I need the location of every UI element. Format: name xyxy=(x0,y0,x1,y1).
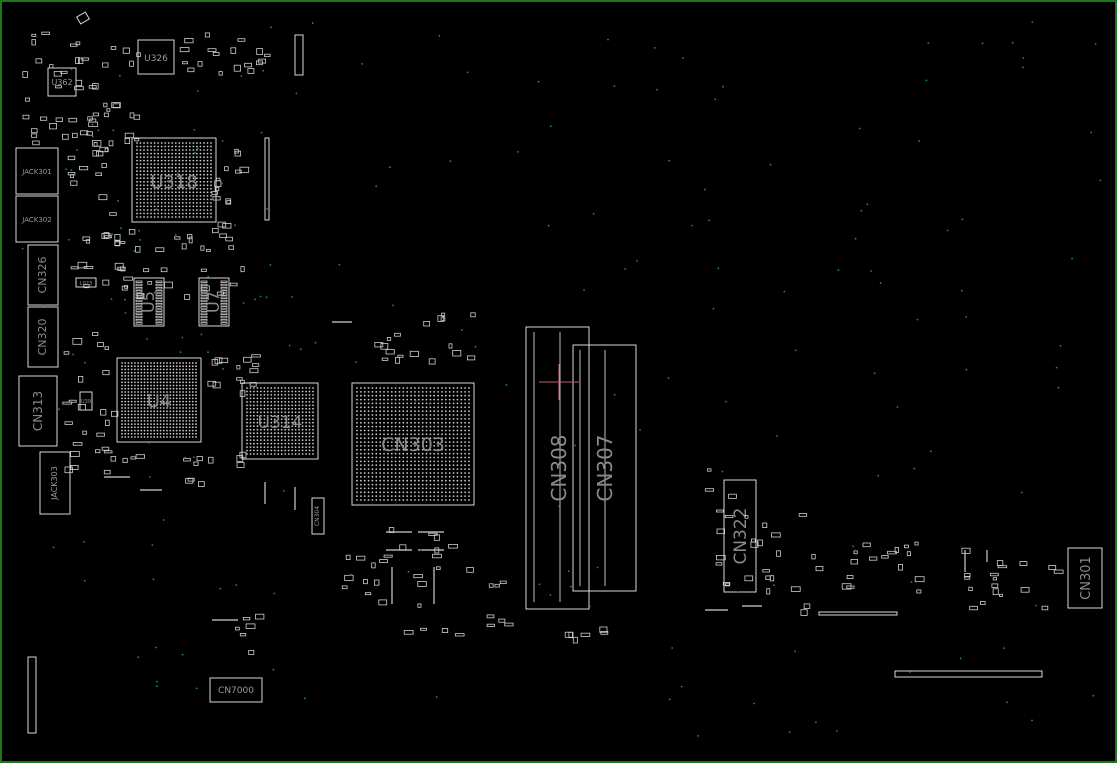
u4-label: U4 xyxy=(147,391,172,412)
header-top xyxy=(294,34,304,76)
jack303-label: JACK303 xyxy=(50,466,59,501)
u39-label: U39 xyxy=(81,399,91,405)
cn320-label: CN320 xyxy=(36,319,49,356)
cn7000-label: CN7000 xyxy=(218,686,254,696)
component-u362[interactable]: U362 xyxy=(47,67,77,97)
component-cn313[interactable]: CN313 xyxy=(18,375,58,447)
component-cn320[interactable]: CN320 xyxy=(27,306,59,368)
cn308-label: CN308 xyxy=(547,434,571,501)
component-cn304[interactable]: CN304 xyxy=(311,497,325,535)
connector-bottom-right xyxy=(894,670,1043,678)
small-part xyxy=(75,11,91,25)
vias xyxy=(21,21,1102,737)
component-u5[interactable]: U5 xyxy=(133,277,165,327)
u362-label: U362 xyxy=(51,78,72,87)
component-cn326[interactable]: CN326 xyxy=(27,244,59,306)
cn304-label: CN304 xyxy=(314,506,321,526)
cn303-label: CN303 xyxy=(381,434,445,456)
component-jack303[interactable]: JACK303 xyxy=(39,451,71,515)
component-u4[interactable]: U4 xyxy=(116,357,202,443)
component-jack301[interactable]: JACK301 xyxy=(15,147,59,195)
component-l023[interactable]: L023 xyxy=(75,277,97,288)
strip-right xyxy=(818,611,898,616)
passive-components xyxy=(22,31,1064,655)
component-u314[interactable]: U314 xyxy=(241,382,319,460)
l023-label: L023 xyxy=(80,281,92,287)
cn322-label: CN322 xyxy=(731,507,751,564)
cn307-label: CN307 xyxy=(593,434,617,501)
jack301-label: JACK301 xyxy=(21,168,51,176)
jack302-label: JACK302 xyxy=(21,216,51,224)
component-cn308[interactable]: CN308 xyxy=(525,326,590,610)
u5-label: U5 xyxy=(139,291,158,313)
component-cn322[interactable]: CN322 xyxy=(723,479,757,593)
cn326-label: CN326 xyxy=(36,257,49,294)
component-cn303[interactable]: CN303 xyxy=(351,382,475,506)
component-cn307[interactable]: CN307 xyxy=(572,344,637,592)
u318-label: U318 xyxy=(150,172,198,193)
cursor-marker xyxy=(539,364,579,400)
strip-left-bottom xyxy=(27,656,37,734)
strip-u318 xyxy=(264,137,270,221)
component-jack302[interactable]: JACK302 xyxy=(15,195,59,243)
cn313-label: CN313 xyxy=(31,391,45,431)
component-u7[interactable]: U7 xyxy=(198,277,230,327)
u7-label: U7 xyxy=(204,291,223,313)
component-cn301[interactable]: CN301 xyxy=(1067,547,1103,609)
u326-label: U326 xyxy=(144,54,168,64)
component-u318[interactable]: U318 xyxy=(131,137,217,223)
component-u326[interactable]: U326 xyxy=(137,39,175,75)
cn301-label: CN301 xyxy=(1079,556,1094,600)
u314-label: U314 xyxy=(258,413,303,433)
component-cn7000[interactable]: CN7000 xyxy=(209,677,263,703)
